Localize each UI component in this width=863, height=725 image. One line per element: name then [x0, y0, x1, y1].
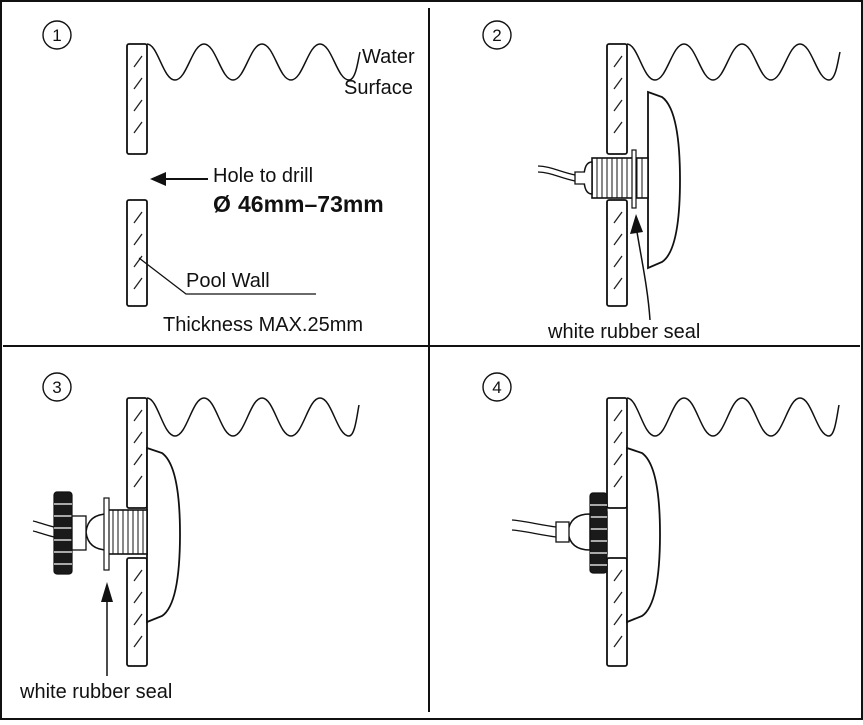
cable-sleeve-3	[71, 515, 87, 551]
seal-arrow-head-2	[630, 214, 643, 234]
step-circle-4	[482, 372, 512, 402]
cable-sleeve-2	[574, 171, 585, 185]
seal-arrow-head-3	[101, 582, 113, 602]
step-number-1: 1	[52, 26, 61, 45]
pool-wall-label: Pool Wall	[186, 270, 270, 292]
water-wave	[146, 43, 361, 81]
panel-1: 1 Water Surface Hole to drill Ø 46mm–73m…	[42, 20, 415, 336]
shaft-threads-3	[112, 510, 144, 554]
pool-wall-upper-3	[126, 397, 148, 509]
cable-gland-4	[567, 513, 591, 551]
step-number-4: 4	[492, 378, 501, 397]
seal-label-3: white rubber seal	[19, 681, 172, 703]
pool-wall-upper	[126, 43, 148, 155]
panel-4: 4	[482, 372, 840, 667]
lamp-body-3	[146, 446, 181, 624]
cable-sleeve-4	[555, 521, 570, 543]
lamp-body-4	[626, 446, 661, 624]
water-label-line1: Water	[362, 46, 415, 68]
wall-leader-line	[138, 257, 316, 295]
water-wave-2	[626, 43, 841, 81]
lamp-body-2	[647, 90, 681, 270]
pool-wall-lower-4	[606, 557, 628, 667]
panel-2: 2 white rubber seal	[482, 20, 841, 343]
lock-nut-ribs-4	[590, 504, 607, 566]
rubber-seal-3	[103, 497, 110, 571]
pool-wall-upper-4	[606, 397, 628, 509]
water-wave-4	[626, 397, 840, 437]
step-circle-1	[42, 20, 72, 50]
step-number-3: 3	[52, 378, 61, 397]
cable-3	[32, 520, 55, 538]
threaded-shaft-2	[591, 157, 649, 199]
seal-label-2: white rubber seal	[547, 321, 700, 343]
panel-3: 3 white rubber seal	[19, 372, 360, 703]
pool-wall-lower-3	[126, 557, 148, 667]
step-number-2: 2	[492, 26, 501, 45]
water-wave-3	[146, 397, 360, 437]
step-circle-3	[42, 372, 72, 402]
rubber-seal-2	[631, 149, 637, 209]
cable-2	[537, 165, 576, 182]
pool-wall-upper-2	[606, 43, 628, 155]
diameter-symbol: Ø	[213, 191, 231, 217]
diameter-label: 46mm–73mm	[238, 191, 384, 217]
seal-arrow-line-2	[636, 231, 651, 321]
lock-nut-ribs-3	[54, 503, 72, 565]
cable-gland-2	[583, 161, 593, 195]
hole-arrow-head	[150, 172, 166, 186]
water-label-line2: Surface	[344, 77, 413, 99]
pool-wall-lower	[126, 199, 148, 307]
step-circle-2	[482, 20, 512, 50]
thickness-label: Thickness MAX.25mm	[163, 314, 363, 336]
pool-wall-lower-2	[606, 199, 628, 307]
hole-label: Hole to drill	[213, 165, 313, 187]
cable-4	[511, 519, 557, 538]
shaft-threads-2	[596, 158, 643, 198]
